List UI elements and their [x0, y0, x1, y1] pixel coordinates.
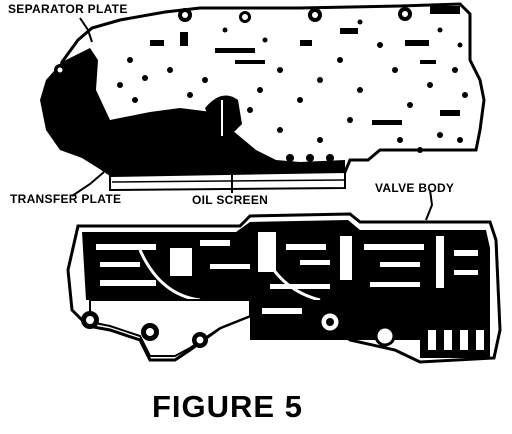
transfer-plate	[40, 48, 346, 192]
separator-plate-holes	[54, 6, 468, 162]
separator-plate-leader	[79, 17, 93, 43]
valve-body	[66, 212, 502, 364]
leader-lines	[71, 17, 434, 221]
transfer-plate-leader	[71, 171, 105, 197]
oil-screen-leader	[225, 129, 233, 193]
valve-body-leader	[425, 189, 434, 221]
figure-caption: FIGURE 5	[152, 389, 303, 424]
transfer-plate-label: TRANSFER PLATE	[10, 192, 122, 206]
oil-screen	[205, 95, 242, 136]
separator-plate-label: SEPARATOR PLATE	[8, 2, 128, 16]
valve-body-label: VALVE BODY	[375, 181, 455, 195]
oil-screen-label: OIL SCREEN	[192, 193, 269, 207]
